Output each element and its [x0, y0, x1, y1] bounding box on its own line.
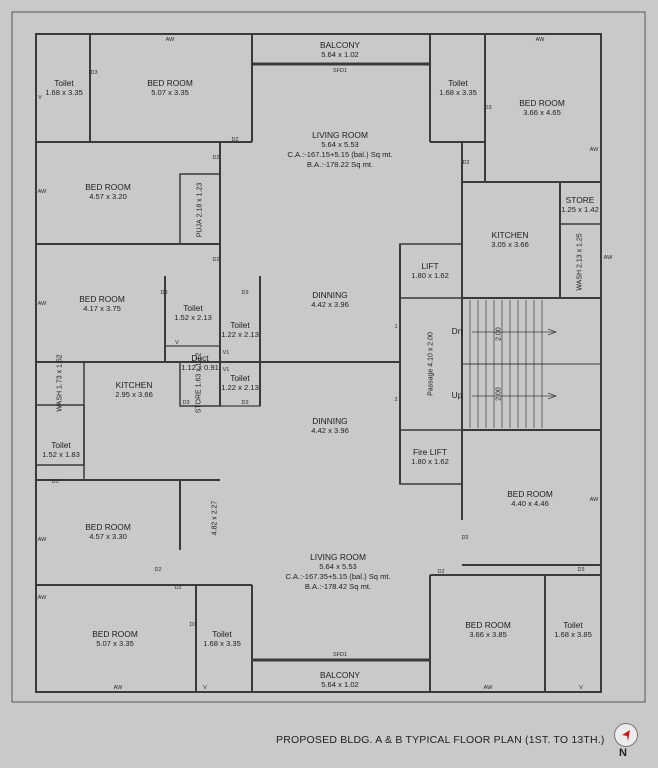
door-tag: D3: [241, 400, 249, 406]
ventilator-tag: V1: [222, 350, 230, 356]
door-tag: D3: [189, 622, 197, 628]
door-tag: D2: [212, 155, 220, 161]
ventilator-tag: V: [175, 340, 179, 346]
corridor-dimension: 4.82 x 2.27: [211, 500, 219, 536]
ventilator-tag: V: [38, 95, 42, 101]
door-tag: D2: [437, 569, 445, 575]
puja-label: PUJA 2.18 x 1.23: [196, 182, 204, 238]
landing-1-label: 1: [394, 324, 398, 330]
plot-boundary: [11, 11, 646, 703]
door-tag: D2: [461, 535, 469, 541]
window-tag: AW: [37, 189, 47, 195]
door-tag: D2: [212, 257, 220, 263]
stair-up-label: Up: [451, 390, 463, 400]
door-tag: D3: [90, 70, 98, 76]
door-tag: D3: [577, 567, 585, 573]
staircase: [462, 300, 601, 428]
landing-2-label: 2: [394, 397, 398, 403]
window-tag: AW: [535, 37, 545, 43]
door-tag: D2: [462, 160, 470, 166]
door-tag: D3: [182, 400, 190, 406]
door-tag: D2: [231, 137, 239, 143]
window-tag: AW: [37, 301, 47, 307]
window-tag: AW: [589, 147, 599, 153]
wash-tr-label: WASH 2.13 x 1.25: [576, 233, 584, 291]
sliding-door-tag: SFD1: [332, 652, 348, 658]
window-tag: AW: [483, 685, 493, 691]
north-label: N: [619, 747, 627, 759]
stair-dim-1: 2.00: [495, 327, 503, 341]
passage-label: Passage 4.10 x 2.00: [427, 332, 435, 396]
wash-l-label: WASH 1.73 x 1.52: [56, 354, 64, 412]
door-tag: D3: [160, 290, 168, 296]
door-tag: D2: [154, 567, 162, 573]
door-tag: D3: [51, 479, 59, 485]
ventilator-tag: V: [579, 685, 583, 691]
window-tag: AW: [37, 595, 47, 601]
stair-dim-2: 2.00: [495, 387, 503, 401]
window-tag: AW: [589, 497, 599, 503]
window-tag: AW: [113, 685, 123, 691]
compass-icon: [614, 723, 638, 747]
ventilator-tag: V1: [222, 367, 230, 373]
drawing-caption: PROPOSED BLDG. A & B TYPICAL FLOOR PLAN …: [276, 734, 605, 746]
door-tag: D3: [484, 105, 492, 111]
window-tag: AW: [603, 255, 613, 261]
window-tag: AW: [37, 537, 47, 543]
stair-down-label: Dn: [451, 326, 463, 336]
sliding-door-tag: SFD1: [332, 68, 348, 74]
window-tag: AW: [165, 37, 175, 43]
store-c-label: STORE 1.63 x 1.12: [195, 352, 203, 414]
ventilator-tag: V: [203, 685, 207, 691]
door-tag: D2: [174, 585, 182, 591]
door-tag: D3: [241, 290, 249, 296]
